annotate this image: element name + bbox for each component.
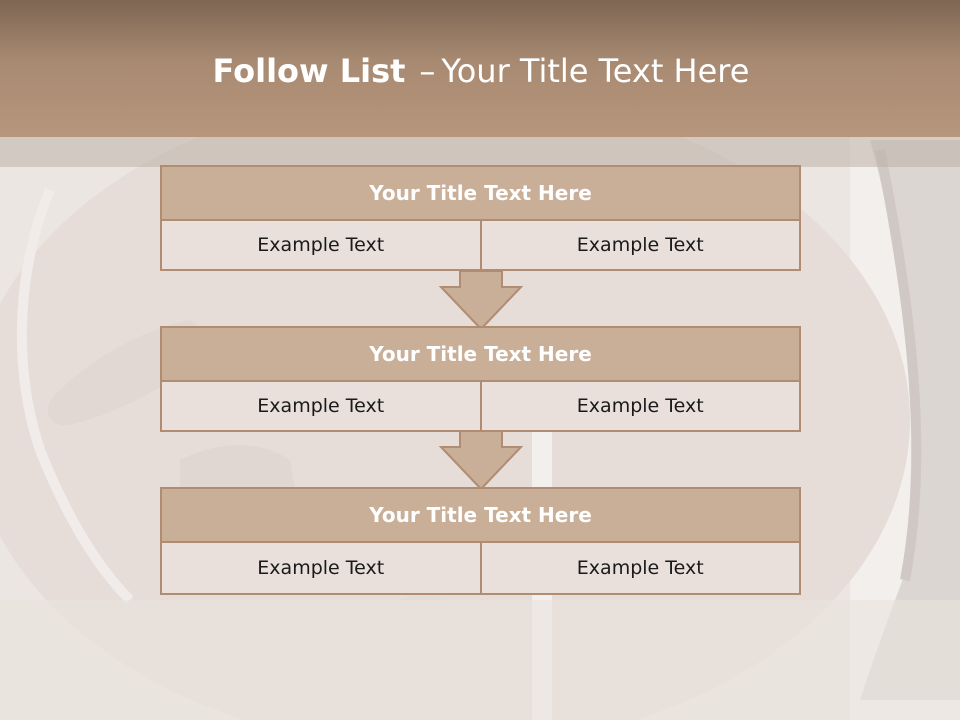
step-row: Example Text Example Text	[160, 543, 801, 595]
step-title: Your Title Text Here	[160, 487, 801, 543]
title-bar	[0, 0, 960, 137]
title-separator: –	[419, 52, 436, 90]
step-block-1: Your Title Text Here Example Text Exampl…	[160, 165, 801, 271]
step-cell-left: Example Text	[160, 221, 482, 271]
down-arrow-icon	[438, 430, 524, 491]
title-strip	[0, 137, 960, 167]
step-title: Your Title Text Here	[160, 165, 801, 221]
step-cell-left: Example Text	[160, 382, 482, 432]
step-cell-right: Example Text	[481, 543, 801, 595]
step-block-3: Your Title Text Here Example Text Exampl…	[160, 487, 801, 595]
down-arrow-icon	[438, 270, 524, 331]
step-cell-right: Example Text	[481, 382, 801, 432]
step-row: Example Text Example Text	[160, 382, 801, 432]
step-block-2: Your Title Text Here Example Text Exampl…	[160, 326, 801, 432]
title-bold: Follow List	[212, 52, 406, 90]
step-title: Your Title Text Here	[160, 326, 801, 382]
step-row: Example Text Example Text	[160, 221, 801, 271]
step-cell-right: Example Text	[481, 221, 801, 271]
page-title: Follow List–Your Title Text Here	[0, 52, 960, 90]
title-rest: Your Title Text Here	[441, 52, 750, 90]
step-cell-left: Example Text	[160, 543, 482, 595]
